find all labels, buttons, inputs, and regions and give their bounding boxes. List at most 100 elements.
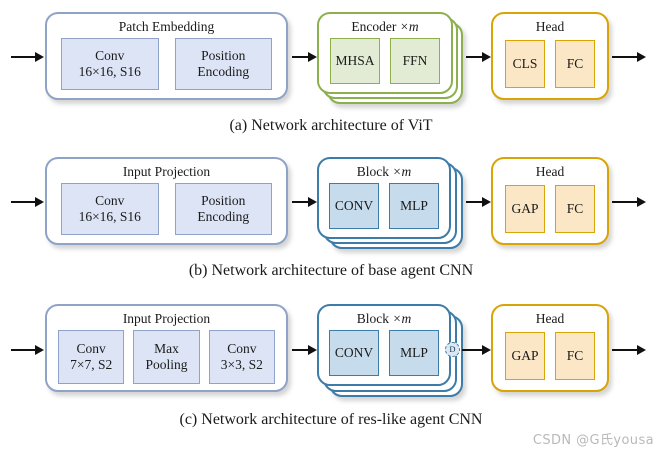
- group-title-text: Head: [535, 164, 565, 179]
- cell-line-1: Position: [201, 48, 246, 63]
- group-multiplier: ×m: [392, 164, 412, 179]
- arrow-shaft: [466, 200, 483, 203]
- cell-cls[interactable]: CLS: [505, 40, 545, 88]
- cell-gap[interactable]: GAP: [505, 332, 545, 380]
- group-multiplier: ×m: [392, 311, 412, 326]
- csdn-watermark: CSDN @G氏yousa: [532, 433, 654, 448]
- group-title-patch-embedding: Patch Embedding: [47, 19, 286, 34]
- arrow-projection-to-block-c: [292, 344, 317, 355]
- cell-list-block-c: CONV MLP: [329, 330, 439, 376]
- group-block-c[interactable]: Block ×m CONV MLP: [317, 304, 451, 386]
- cell-conv-3x3[interactable]: Conv 3×3, S2: [208, 330, 275, 384]
- cell-fc[interactable]: FC: [555, 185, 595, 233]
- group-title-text: Input Projection: [122, 164, 211, 179]
- arrow-head: [35, 196, 44, 207]
- cell-line-1: CLS: [512, 56, 538, 71]
- row-c-diagram: Input Projection Conv 7×7, S2 Max Poolin…: [0, 290, 662, 408]
- cell-conv-16[interactable]: Conv 16×16, S16: [61, 38, 159, 90]
- arrow-head: [637, 344, 646, 355]
- cell-line-1: FC: [566, 348, 584, 363]
- cell-list-head: CLS FC: [505, 40, 595, 88]
- cell-list-input-projection-b: Conv 16×16, S16 Position Encoding: [61, 183, 272, 235]
- cell-mlp[interactable]: MLP: [389, 330, 439, 376]
- cell-list-head-c: GAP FC: [505, 332, 595, 380]
- cell-fc[interactable]: FC: [555, 40, 595, 88]
- arrow-input-a: [11, 51, 44, 62]
- group-title-encoder: Encoder ×m: [319, 19, 451, 34]
- cell-line-2: Pooling: [145, 357, 188, 372]
- arrow-shaft: [11, 55, 36, 58]
- cell-list-block-b: CONV MLP: [329, 183, 439, 229]
- group-title-text: Patch Embedding: [118, 19, 215, 34]
- dropout-node-label: D: [449, 344, 456, 354]
- group-block-b[interactable]: Block ×m CONV MLP: [317, 157, 451, 239]
- arrow-shaft: [11, 348, 36, 351]
- group-title-block: Block ×m: [319, 164, 449, 179]
- cell-conv[interactable]: CONV: [329, 330, 379, 376]
- cell-fc[interactable]: FC: [555, 332, 595, 380]
- group-head-c[interactable]: Head GAP FC: [491, 304, 609, 392]
- cell-conv-16[interactable]: Conv 16×16, S16: [61, 183, 159, 235]
- arrow-shaft: [612, 55, 638, 58]
- arrow-shaft: [466, 55, 483, 58]
- group-encoder[interactable]: Encoder ×m MHSA FFN: [317, 12, 453, 94]
- group-input-projection-b[interactable]: Input Projection Conv 16×16, S16 Positio…: [45, 157, 288, 245]
- cell-line-2: 3×3, S2: [220, 357, 263, 372]
- arrow-encoder-to-head: [466, 51, 491, 62]
- cell-mhsa[interactable]: MHSA: [330, 38, 380, 84]
- group-title-text: Head: [535, 19, 565, 34]
- dropout-node-icon[interactable]: D: [445, 342, 460, 357]
- cell-ffn[interactable]: FFN: [390, 38, 440, 84]
- arrow-shaft: [292, 55, 309, 58]
- cell-line-1: MLP: [400, 198, 428, 213]
- arrow-head: [637, 51, 646, 62]
- group-title-text: Input Projection: [122, 311, 211, 326]
- cell-position-encoding[interactable]: Position Encoding: [174, 183, 272, 235]
- arrow-shaft: [612, 348, 638, 351]
- cell-gap[interactable]: GAP: [505, 185, 545, 233]
- row-b-diagram: Input Projection Conv 16×16, S16 Positio…: [0, 145, 662, 257]
- cell-line-1: CONV: [334, 345, 374, 360]
- cell-position-encoding[interactable]: Position Encoding: [174, 38, 272, 90]
- arrow-head: [308, 51, 317, 62]
- arrow-head: [35, 51, 44, 62]
- arrow-projection-to-block-b: [292, 196, 317, 207]
- group-multiplier: ×m: [399, 19, 419, 34]
- group-head[interactable]: Head CLS FC: [491, 12, 609, 100]
- caption-c: (c) Network architecture of res-like age…: [179, 411, 483, 428]
- caption-b: (b) Network architecture of base agent C…: [188, 262, 474, 279]
- arrow-output-b: [612, 196, 646, 207]
- arrow-head: [482, 344, 491, 355]
- cell-line-1: FFN: [402, 53, 428, 68]
- cell-line-2: Encoding: [197, 64, 250, 79]
- figure-row-a: Patch Embedding Conv 16×16, S16 Position…: [0, 0, 662, 145]
- arrow-head: [482, 196, 491, 207]
- cell-line-1: Conv: [95, 193, 125, 208]
- arrow-head: [35, 344, 44, 355]
- group-title-block: Block ×m: [319, 311, 449, 326]
- group-input-projection-c[interactable]: Input Projection Conv 7×7, S2 Max Poolin…: [45, 304, 288, 392]
- group-title-head: Head: [493, 19, 607, 34]
- cell-max-pooling[interactable]: Max Pooling: [133, 330, 200, 384]
- arrow-shaft: [462, 348, 483, 351]
- cell-line-1: Conv: [76, 341, 106, 356]
- cell-list-input-projection-c: Conv 7×7, S2 Max Pooling Conv 3×3, S2: [58, 330, 275, 384]
- arrow-output-c: [612, 344, 646, 355]
- arrow-input-c: [11, 344, 44, 355]
- cell-list-encoder: MHSA FFN: [330, 38, 440, 84]
- cell-conv[interactable]: CONV: [329, 183, 379, 229]
- group-title-input-projection: Input Projection: [47, 311, 286, 326]
- arrow-shaft: [11, 200, 36, 203]
- cell-mlp[interactable]: MLP: [389, 183, 439, 229]
- group-title-head: Head: [493, 164, 607, 179]
- arrow-shaft: [292, 348, 309, 351]
- cell-line-1: Conv: [95, 48, 125, 63]
- cell-line-1: FC: [566, 56, 584, 71]
- cell-conv-7x7[interactable]: Conv 7×7, S2: [58, 330, 125, 384]
- cell-line-1: Position: [201, 193, 246, 208]
- group-title-text: Block: [356, 164, 389, 179]
- group-patch-embedding[interactable]: Patch Embedding Conv 16×16, S16 Position…: [45, 12, 288, 100]
- cell-list-head-b: GAP FC: [505, 185, 595, 233]
- group-head-b[interactable]: Head GAP FC: [491, 157, 609, 245]
- cell-list-patch-embedding: Conv 16×16, S16 Position Encoding: [61, 38, 272, 90]
